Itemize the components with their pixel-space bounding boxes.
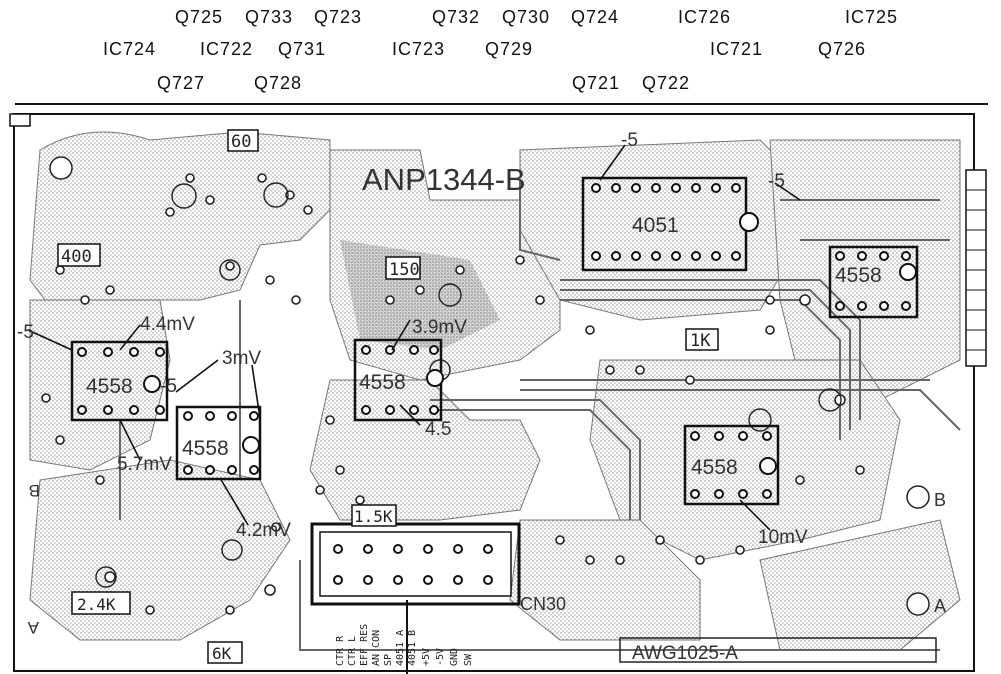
connector-pin-labels: CTR R CTR L EFF RES AN CON SP 4051 A 405… (335, 624, 474, 666)
callout-label: IC723 (392, 39, 446, 59)
edge-label: A (27, 618, 39, 637)
voltage-label: 4.5 (425, 419, 451, 440)
boxed-label: 60 (231, 132, 251, 152)
board-part-number: ANP1344-B (362, 162, 526, 197)
edge-label: B (29, 481, 40, 500)
boxed-label: 150 (389, 260, 420, 280)
callout-label: Q732 (432, 7, 481, 27)
pin-label: +5V (421, 648, 432, 666)
callout-label: Q723 (314, 7, 363, 27)
edge-label: A (934, 596, 946, 616)
callout-label: IC726 (678, 7, 732, 27)
boxed-label: 6K (212, 644, 232, 663)
callout-label: IC722 (200, 39, 254, 59)
boxed-label: 1.5K (354, 507, 393, 526)
callout-label: Q724 (571, 7, 620, 27)
pin-label: -5V (435, 648, 446, 666)
ic-label: 4558 (182, 437, 229, 460)
board-outline (13, 113, 975, 672)
callout-label: Q731 (278, 39, 327, 59)
pin-label: 4051 B (407, 630, 418, 666)
measurement-leaders (27, 144, 801, 531)
copper-areas (29, 131, 961, 651)
pin-label: CTR L (347, 636, 358, 666)
pin-label: GND (449, 648, 460, 666)
ic-label: 4558 (691, 456, 738, 479)
connector-cn30-footprint (310, 522, 521, 674)
transistor-footprints (95, 182, 842, 588)
edge-connector-strip (965, 169, 987, 367)
callout-label: IC725 (845, 7, 899, 27)
edge-label: B (934, 490, 946, 510)
ic-label: 4051 (632, 214, 679, 237)
board-lot-code: AWG1025-A (632, 643, 738, 664)
callout-label: Q728 (254, 73, 303, 93)
voltage-label: 3mV (222, 348, 261, 369)
pin-label: 4051 A (395, 630, 406, 666)
callout-label: Q721 (572, 73, 621, 93)
ic-type-labels: 4558 4558 4558 4558 4558 4051 (86, 214, 882, 479)
boxed-label: 1K (690, 331, 711, 351)
voltage-label: -5 (768, 171, 785, 192)
callout-label: IC724 (103, 39, 157, 59)
callout-label: IC721 (710, 39, 764, 59)
voltage-label: 4.2mV (236, 520, 291, 541)
callout-label: Q733 (245, 7, 294, 27)
voltage-label: 4.4mV (140, 314, 195, 335)
callout-label: Q726 (818, 39, 867, 59)
voltage-label: 5.7mV (117, 454, 172, 475)
mounting-holes (49, 156, 930, 616)
ic-label: 4558 (835, 264, 882, 287)
callout-label: Q722 (642, 73, 691, 93)
voltage-label: 3.9mV (412, 317, 467, 338)
ic-label: 4558 (359, 371, 406, 394)
voltage-label: -5 (621, 130, 638, 151)
pin-label: SW (463, 653, 474, 666)
voltage-label: 10mV (758, 527, 808, 548)
boxed-label: 400 (61, 247, 92, 267)
callout-label: Q727 (157, 73, 206, 93)
voltage-label: -5 (160, 376, 177, 397)
connector-label: CN30 (520, 594, 566, 614)
pin-label: SP (383, 654, 394, 666)
pin-label: AN CON (371, 630, 382, 666)
ic-label: 4558 (86, 375, 133, 398)
voltage-label: -5 (17, 322, 34, 343)
lot-code-box (619, 637, 937, 663)
callout-label: Q730 (502, 7, 551, 27)
pin-label: EFF RES (359, 624, 370, 666)
voltage-labels: -5 -5 -5 -5 4.4mV 3mV 3.9mV 4.5 5.7mV 4.… (17, 130, 808, 548)
boxed-value-labels: 60 400 150 1K 1.5K 2.4K 6K (57, 129, 719, 664)
pin-label: CTR R (335, 635, 346, 666)
callout-label: Q729 (485, 39, 534, 59)
edge-labels: B A B A (27, 481, 946, 637)
board-corner-tab (9, 113, 31, 127)
boxed-label: 2.4K (77, 595, 116, 614)
component-pads (41, 173, 865, 615)
callout-label: Q725 (175, 7, 224, 27)
